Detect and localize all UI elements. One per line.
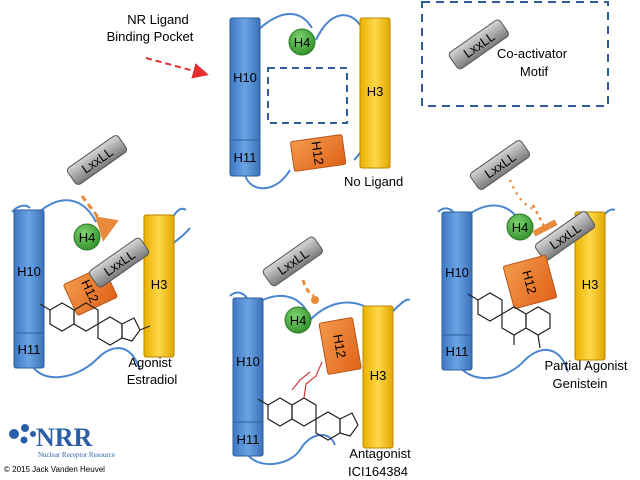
helix-h11-label: H11 [18,342,41,357]
logo-text: NRR [36,423,93,452]
helix-h10-label: H10 [236,354,260,369]
helix-h3-label: H3 [370,368,387,383]
helix-h12 [318,317,362,375]
helix-h11-label: H11 [237,432,260,447]
loop-connector [29,347,141,379]
partial-agonist-label-line2: Genistein [553,376,608,391]
loop-connector [315,14,361,41]
partial-agonist-label-line1: Partial Agonist [544,358,627,373]
helix-h3 [362,305,394,449]
helix-h12-label: H12 [519,269,540,296]
antagonist-label-line1: Antagonist [349,446,411,461]
helix-h10-label: H10 [445,265,469,280]
loop-connector [11,204,31,213]
coactivator-legend: LxxLL Co-activator Motif [421,1,609,107]
agonist-panel: H10 H11 H3 H4 LxxLL H12 LxxLL Agonist [11,135,191,387]
logo-dot [20,436,28,444]
coactivator-label-line1: Co-activator [497,46,568,61]
logo-dot [9,429,19,439]
helix-h4-label: H4 [290,313,307,328]
lxxll-motif [262,236,323,287]
helix-h10 [13,209,45,369]
helix-h11-label: H11 [446,344,469,359]
estradiol-structure [39,302,151,346]
helix-h12-label: H12 [330,333,349,359]
helix-h3 [359,17,391,169]
lxxll-motif [469,140,531,190]
loop-connector [391,298,411,313]
helix-h4-label: H4 [79,230,96,245]
logo-subtitle: Nuclear Receptor Resource [38,451,115,459]
copyright-text: © 2015 Jack Vanden Heuvel [4,465,105,474]
no-ligand-label: No Ligand [344,174,403,189]
ici164384-structure [257,361,359,441]
blocked-arrow [301,279,315,298]
helix-h3-label: H3 [151,277,168,292]
pocket-arrow [145,57,209,79]
loop-connector [247,434,336,466]
helix-h10-label: H10 [17,264,41,279]
lxxll-motif [66,135,128,185]
lxxll-motif [448,19,509,70]
helix-h4 [284,306,312,334]
apo-receptor-panel: H10 H11 H4 H3 H12 No Ligand [229,13,403,190]
helix-h12 [503,255,557,309]
helix-h3-label: H3 [582,277,599,292]
agonist-label-line1: Agonist [128,355,172,370]
nrr-logo: NRR Nuclear Receptor Resource [9,423,115,459]
binding-pocket-box [267,67,348,124]
helix-h3-label: H3 [367,84,384,99]
helix-h4-label: H4 [512,220,529,235]
nr-pocket-label-line2: Binding Pocket [107,29,194,44]
helix-h10-label: H10 [233,70,257,85]
partial-arrow [508,179,537,212]
antagonist-panel: H10 H11 H3 H4 LxxLL H12 Antagonist ICI16… [229,236,411,479]
recruit-arrow [80,195,119,242]
helix-h11-label: H11 [234,150,257,165]
helix-h4 [288,28,316,56]
blocked-arrow-head [311,296,319,304]
partial-arrow [531,204,558,237]
loop-connector [244,169,291,190]
logo-dot [21,424,29,432]
loop-connector [257,13,313,31]
loop-connector [456,348,569,379]
partial-agonist-panel: H10 H11 H3 H4 LxxLL LxxLL H12 Partia [437,140,628,391]
helix-h10 [232,297,264,457]
lxxll-motif [534,211,596,261]
antagonist-label-line2: ICI164384 [348,464,408,479]
lxxll-motif [89,237,150,288]
agonist-label-line2: Estradiol [127,372,178,387]
coactivator-legend-box [421,1,609,107]
coactivator-label-line2: Motif [520,64,549,79]
helix-h3 [574,211,606,361]
helix-h4-label: H4 [294,35,311,50]
helix-h3 [143,214,175,358]
nr-pocket-label-line1: NR Ligand [127,12,188,27]
helix-h12-label: H12 [309,140,327,166]
genistein-structure [467,292,551,349]
loop-connector [309,301,365,321]
helix-h12 [290,134,347,172]
logo-dot [30,431,36,437]
helix-h10 [441,211,473,371]
helix-h10 [229,17,261,177]
